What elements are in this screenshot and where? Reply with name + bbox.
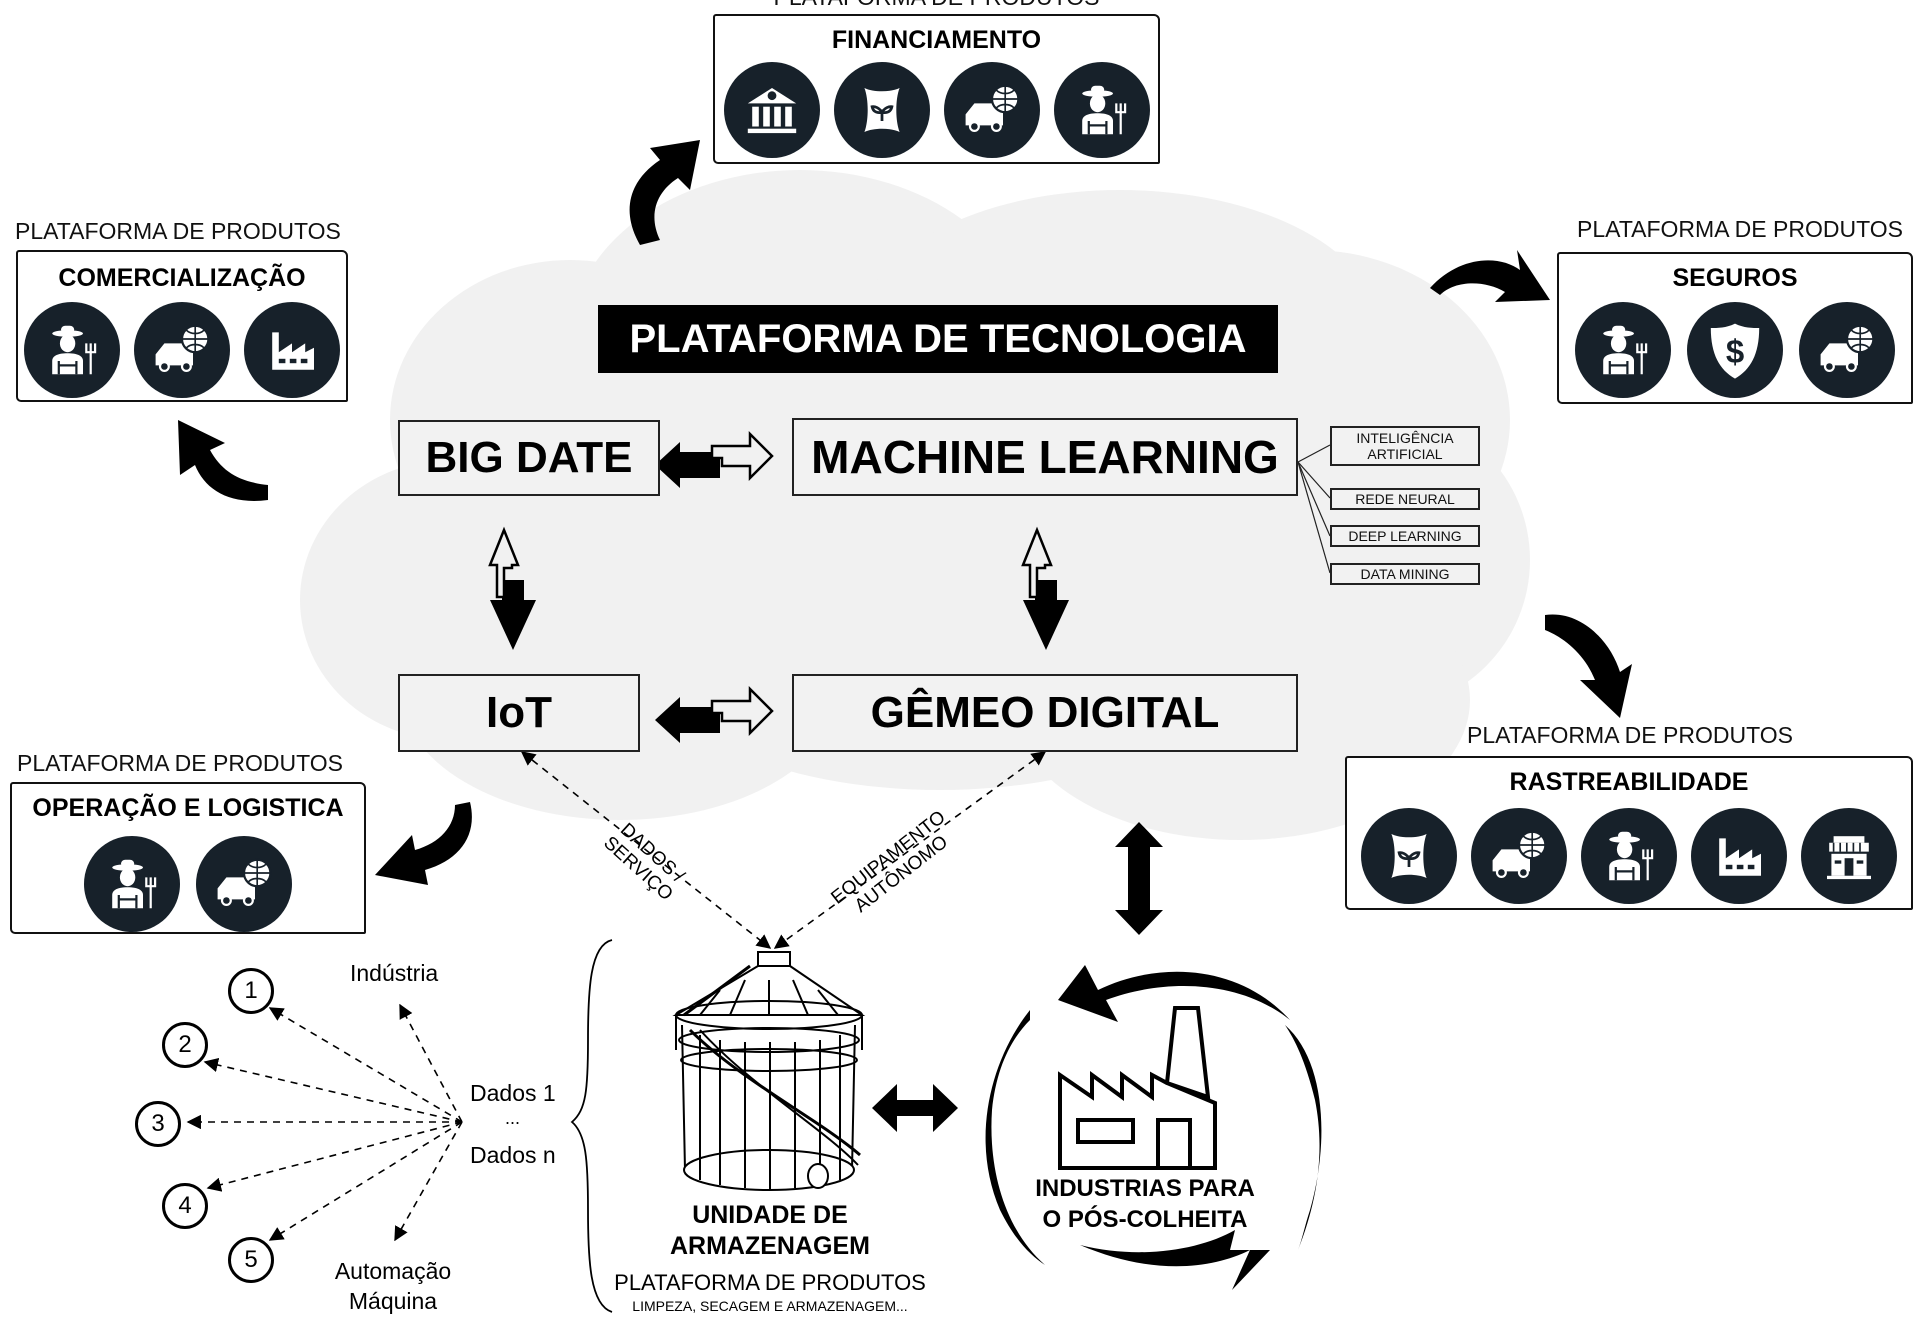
platform-title-financiamento: FINANCIAMENTO [831, 26, 1042, 54]
ml-subtopic-deep-learning[interactable]: DEEP LEARNING [1330, 525, 1480, 547]
storage-title-line1: UNIDADE DE [692, 1201, 848, 1229]
data-target-automacao: Automação [334, 1258, 452, 1284]
delivery-truck-globe-icon [1471, 808, 1567, 904]
data-target-maquina: Máquina [348, 1288, 438, 1314]
delivery-truck-globe-icon [196, 836, 292, 932]
platform-label-rastreabilidade: PLATAFORMA DE PRODUTOS [1467, 722, 1793, 748]
farmer-icon [24, 302, 120, 398]
curved-arrow-operacao [375, 802, 472, 885]
factory-icon [244, 302, 340, 398]
platform-label-comercializacao: PLATAFORMA DE PRODUTOS [15, 218, 341, 244]
node-machine-learning[interactable]: MACHINE LEARNING [792, 418, 1298, 496]
platform-operacao-logistica[interactable]: OPERAÇÃO E LOGISTICA [10, 782, 366, 934]
industry-cycle-arrows [985, 965, 1322, 1290]
arrow-bigdata-iot [488, 526, 536, 650]
platform-title-rastreabilidade: RASTREABILIDADE [1509, 768, 1749, 796]
grain-silo-illustration [672, 951, 866, 1191]
node-big-data[interactable]: BIG DATE [398, 420, 660, 496]
double-arrow-horizontal [872, 1084, 958, 1132]
shield-dollar-icon: $ [1687, 302, 1783, 398]
factory-illustration [1058, 1006, 1217, 1170]
platform-financiamento[interactable]: FINANCIAMENTO [713, 14, 1160, 164]
target-circle-2: 2 [162, 1022, 208, 1068]
farmer-icon [1581, 808, 1677, 904]
target-circle-1: 1 [228, 968, 274, 1014]
platform-label-financiamento: PLATAFORMA DE PRODUTOS [713, 0, 1160, 11]
arrow-iot-twin [655, 685, 774, 743]
curved-arrow-rastreabilidade [1545, 614, 1632, 718]
dashed-arrow-twin-silo [773, 751, 1047, 949]
curved-arrow-comercializacao [178, 420, 268, 501]
data-fan-arrows [186, 1003, 463, 1242]
arrow-ml-twin [1021, 526, 1069, 650]
platform-label-seguros: PLATAFORMA DE PRODUTOS [1577, 216, 1903, 242]
delivery-truck-globe-icon [1799, 302, 1895, 398]
data-source-ellipsis: ... [505, 1108, 521, 1128]
platform-label-operacao: PLATAFORMA DE PRODUTOS [17, 750, 343, 776]
seed-bag-icon [833, 62, 930, 158]
double-arrow-vertical [1115, 822, 1163, 935]
target-circle-3: 3 [135, 1101, 181, 1147]
seed-bag-icon [1361, 808, 1457, 904]
dashed-arrow-iot-silo [520, 751, 772, 949]
node-iot[interactable]: IoT [398, 674, 640, 752]
platform-title-comercializacao: COMERCIALIZAÇÃO [58, 264, 306, 292]
storage-title: UNIDADE DE ARMAZENAGEM [640, 1200, 900, 1262]
storage-platform-label: PLATAFORMA DE PRODUTOS [614, 1270, 926, 1295]
farmer-icon [84, 836, 180, 932]
bank-icon [723, 62, 820, 158]
target-circle-5: 5 [228, 1237, 274, 1283]
curly-brace [570, 939, 613, 1313]
storage-title-line2: ARMAZENAGEM [670, 1232, 870, 1260]
delivery-truck-globe-icon [134, 302, 230, 398]
ml-subtopic-ai[interactable]: INTELIGÊNCIA ARTIFICIAL [1330, 426, 1480, 466]
farmer-icon [1053, 62, 1150, 158]
target-circle-4: 4 [162, 1183, 208, 1229]
industry-title: INDUSTRIAS PARA O PÓS-COLHEITA [1005, 1173, 1285, 1235]
platform-title-seguros: SEGUROS [1672, 264, 1798, 292]
platform-rastreabilidade[interactable]: RASTREABILIDADE [1345, 756, 1913, 910]
svg-text:$: $ [1726, 333, 1744, 370]
store-icon [1801, 808, 1897, 904]
industry-title-line2: O PÓS-COLHEITA [1042, 1206, 1248, 1233]
data-target-industria: Indústria [350, 960, 439, 986]
industry-title-line1: INDUSTRIAS PARA [1035, 1175, 1255, 1202]
node-digital-twin[interactable]: GÊMEO DIGITAL [792, 674, 1298, 752]
ml-subtopic-neural-net[interactable]: REDE NEURAL [1330, 488, 1480, 510]
platform-seguros[interactable]: SEGUROS $ [1557, 252, 1913, 404]
ml-subtopic-connectors [1297, 444, 1331, 574]
factory-icon [1691, 808, 1787, 904]
storage-platform-sub: LIMPEZA, SECAGEM E ARMAZENAGEM... [632, 1298, 908, 1314]
delivery-truck-globe-icon [943, 62, 1040, 158]
curved-arrow-seguros [1430, 250, 1550, 302]
curved-arrow-financiamento [629, 140, 700, 245]
farmer-icon [1575, 302, 1671, 398]
platform-title-operacao: OPERAÇÃO E LOGISTICA [32, 794, 344, 822]
arrow-bigdata-ml [655, 430, 774, 488]
ml-subtopic-data-mining[interactable]: DATA MINING [1330, 563, 1480, 585]
platform-title: PLATAFORMA DE TECNOLOGIA [598, 305, 1278, 373]
data-source-1: Dados 1 [470, 1080, 556, 1106]
platform-comercializacao[interactable]: COMERCIALIZAÇÃO [16, 250, 348, 402]
data-source-n: Dados n [470, 1142, 556, 1168]
